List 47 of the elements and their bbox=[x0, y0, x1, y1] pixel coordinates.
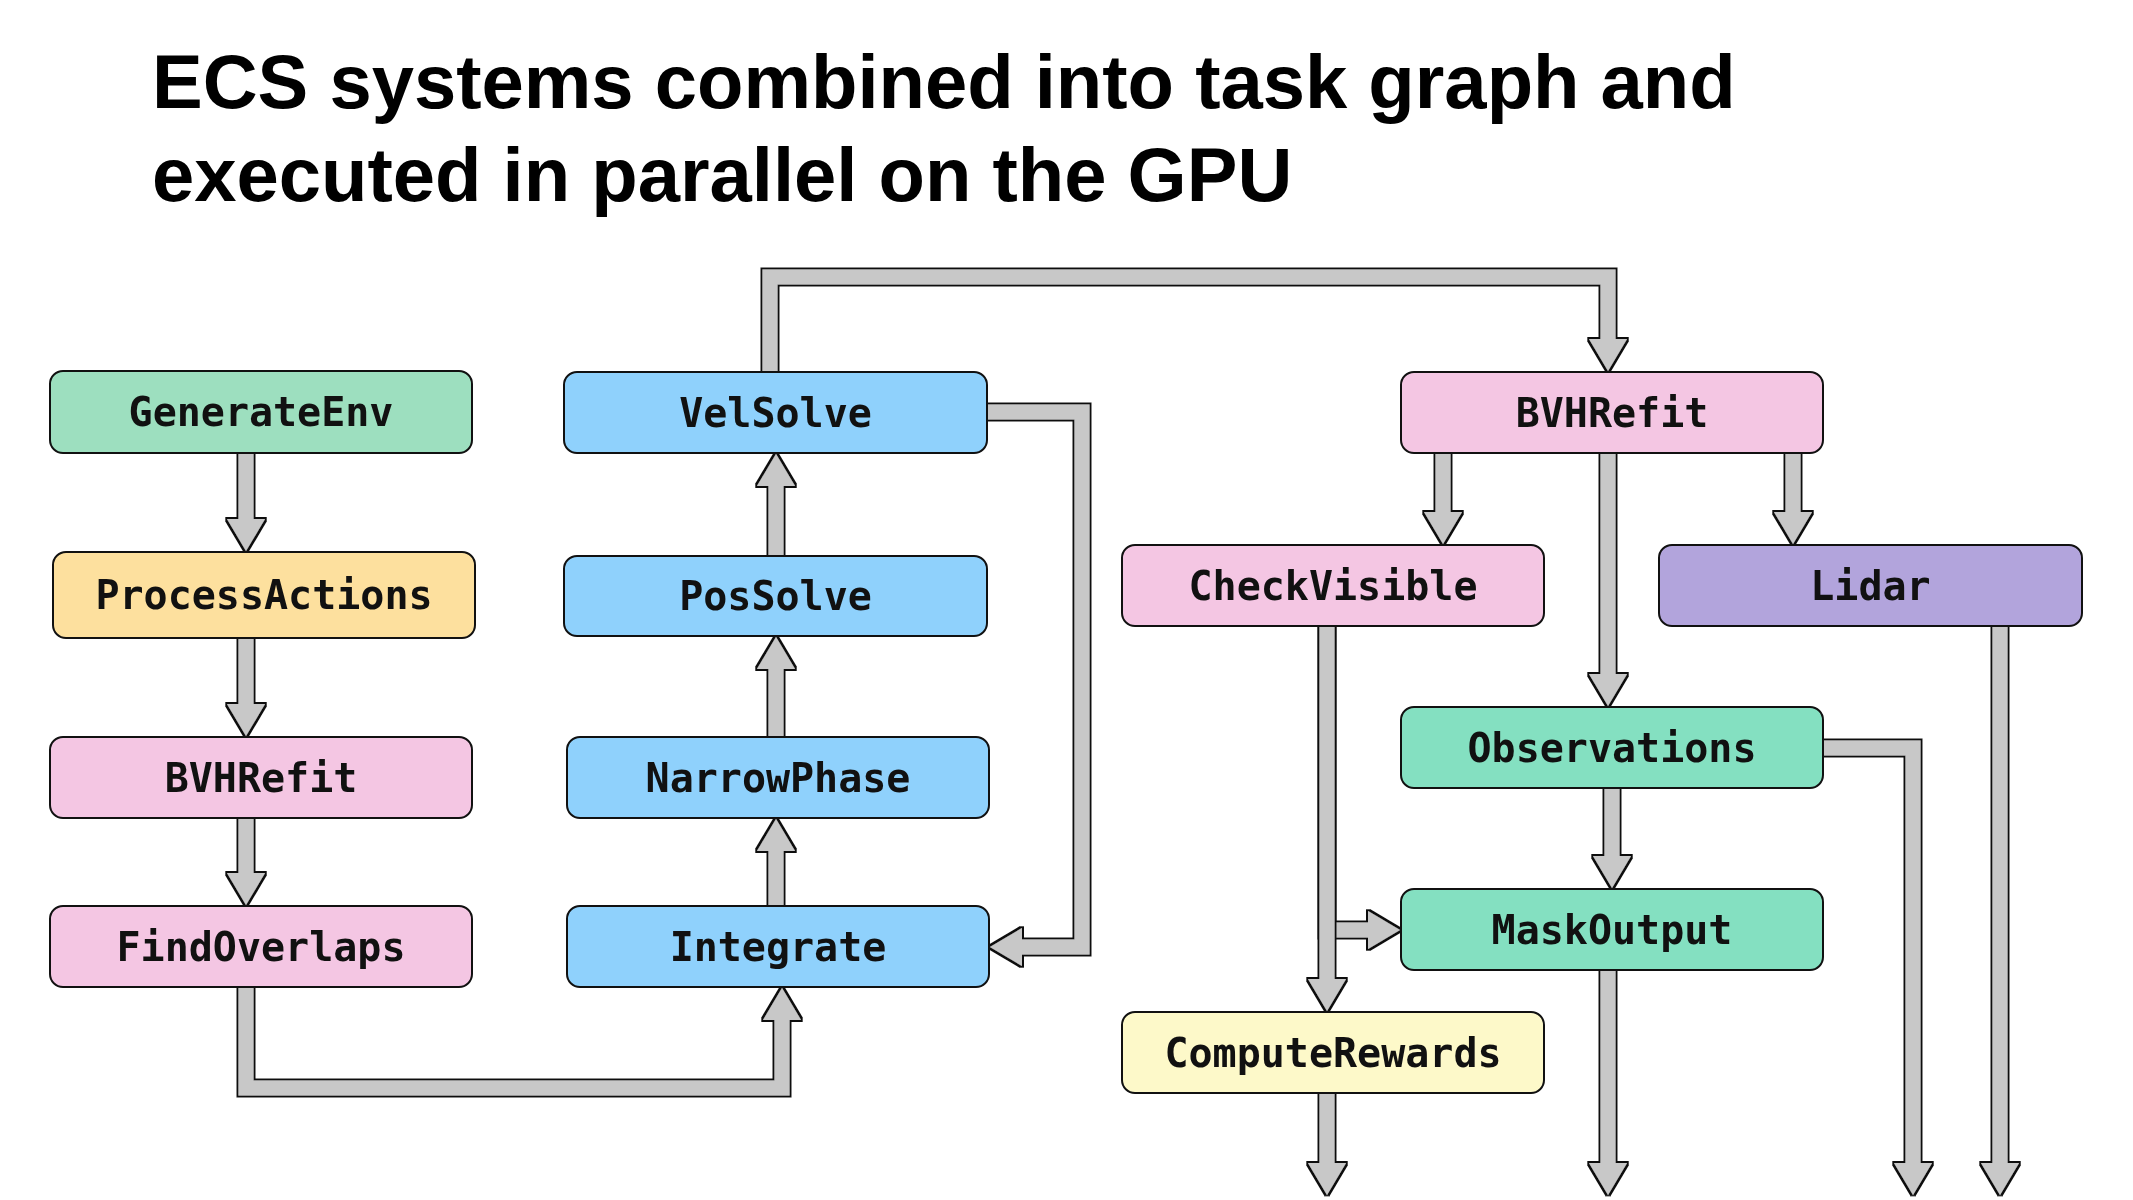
arrow bbox=[227, 819, 265, 905]
node-label: ComputeRewards bbox=[1164, 1029, 1502, 1076]
process-box bbox=[1658, 544, 2083, 627]
process-box bbox=[566, 736, 990, 819]
process-box bbox=[1400, 371, 1824, 454]
arrow bbox=[1981, 627, 2019, 1195]
arrow bbox=[238, 988, 801, 1096]
node-label: VelSolve bbox=[679, 389, 872, 436]
process-box bbox=[1400, 706, 1824, 789]
process-box bbox=[49, 370, 473, 454]
node-label: FindOverlaps bbox=[116, 923, 406, 970]
node-label: Observations bbox=[1467, 724, 1757, 771]
arrow bbox=[1308, 627, 1346, 1011]
process-box bbox=[563, 555, 988, 637]
arrow bbox=[1824, 740, 1932, 1195]
node-label: NarrowPhase bbox=[645, 754, 911, 801]
node-label: Integrate bbox=[669, 923, 887, 970]
process-box bbox=[1121, 1011, 1545, 1094]
node-label: BVHRefit bbox=[164, 754, 358, 801]
node-label: BVHRefit bbox=[1515, 389, 1709, 436]
node-label: MaskOutput bbox=[1491, 906, 1733, 953]
arrow bbox=[1308, 1094, 1346, 1195]
process-box bbox=[49, 736, 473, 819]
arrow bbox=[227, 454, 265, 551]
arrow bbox=[757, 454, 795, 555]
node-label: CheckVisible bbox=[1188, 562, 1478, 609]
process-box bbox=[52, 551, 476, 639]
arrow bbox=[988, 404, 1090, 966]
node-label: Lidar bbox=[1810, 562, 1931, 609]
process-box bbox=[563, 371, 988, 454]
arrow bbox=[757, 637, 795, 736]
title: ECS systems combined into task graph and executed in parallel on the GPU bbox=[152, 38, 1737, 219]
arrow bbox=[1593, 789, 1631, 888]
arrow bbox=[762, 269, 1627, 371]
node-label: PosSolve bbox=[679, 573, 872, 619]
arrow bbox=[757, 819, 795, 905]
arrow bbox=[1589, 454, 1627, 706]
arrow bbox=[1424, 454, 1462, 544]
node-label: GenerateEnv bbox=[128, 389, 394, 435]
process-box bbox=[49, 905, 473, 988]
process-box bbox=[566, 905, 990, 988]
arrow bbox=[1589, 971, 1627, 1195]
arrow bbox=[227, 639, 265, 736]
process-box bbox=[1121, 544, 1545, 627]
process-box bbox=[1400, 888, 1824, 971]
node-label: ProcessActions bbox=[95, 572, 433, 618]
arrow bbox=[1774, 454, 1812, 544]
